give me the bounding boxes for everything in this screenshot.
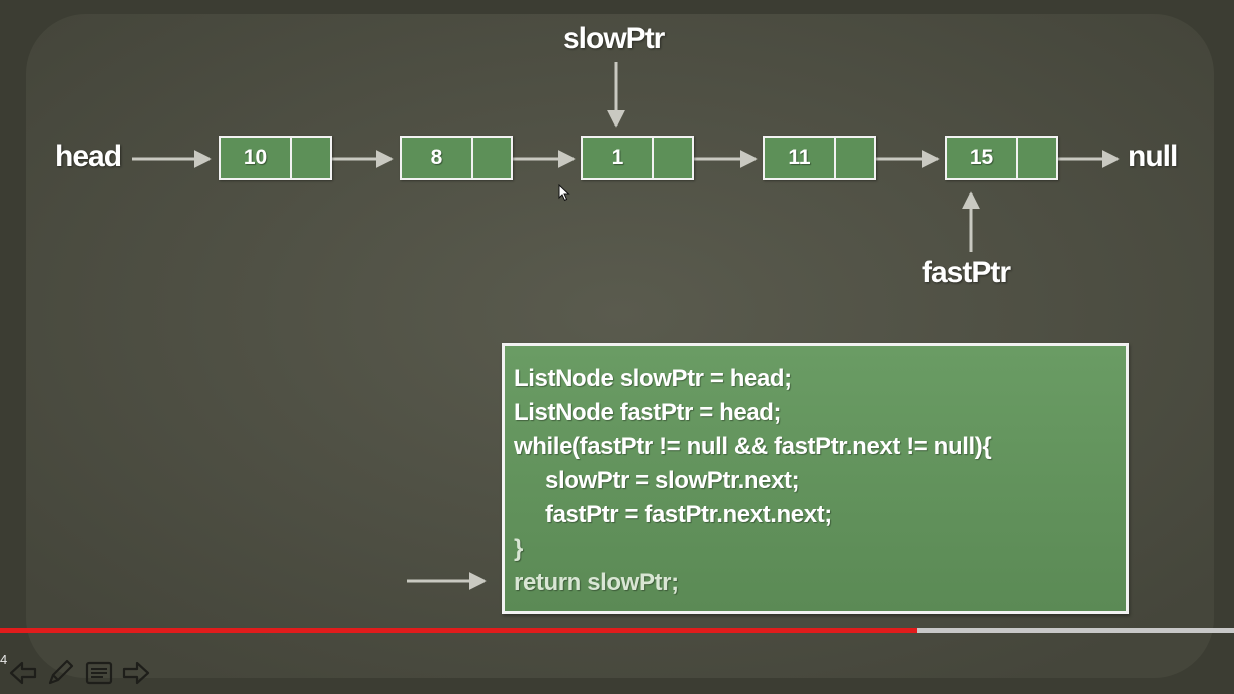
fastptr-label: fastPtr <box>922 256 1011 289</box>
code-line: while(fastPtr != null && fastPtr.next !=… <box>514 433 992 460</box>
head-label: head <box>55 140 122 173</box>
null-label: null <box>1128 140 1178 173</box>
code-line: return slowPtr; <box>514 569 679 596</box>
code-line: } <box>514 535 523 562</box>
code-snippet: ListNode slowPtr = head; ListNode fastPt… <box>502 343 1129 614</box>
node-next-field <box>1018 138 1056 178</box>
list-node: 1 <box>581 136 694 180</box>
video-progress-fill <box>0 628 917 633</box>
code-line: ListNode fastPtr = head; <box>514 399 782 426</box>
list-node: 11 <box>763 136 876 180</box>
pen-icon[interactable] <box>45 658 75 688</box>
code-line: fastPtr = fastPtr.next.next; <box>545 501 832 528</box>
previous-slide-icon[interactable] <box>8 658 38 688</box>
notes-icon[interactable] <box>84 658 114 688</box>
list-node: 15 <box>945 136 1058 180</box>
list-node: 8 <box>400 136 513 180</box>
time-display: 4 <box>0 652 8 667</box>
slowptr-label: slowPtr <box>563 22 665 55</box>
list-node: 10 <box>219 136 332 180</box>
next-slide-icon[interactable] <box>121 658 151 688</box>
node-value: 8 <box>402 138 473 178</box>
node-next-field <box>836 138 874 178</box>
video-progress-bar[interactable] <box>0 628 1234 633</box>
code-line: ListNode slowPtr = head; <box>514 365 792 392</box>
node-next-field <box>473 138 511 178</box>
node-value: 10 <box>221 138 292 178</box>
node-next-field <box>654 138 692 178</box>
mouse-cursor-icon <box>558 184 570 202</box>
node-value: 1 <box>583 138 654 178</box>
node-next-field <box>292 138 330 178</box>
node-value: 15 <box>947 138 1018 178</box>
code-line: slowPtr = slowPtr.next; <box>545 467 800 494</box>
node-value: 11 <box>765 138 836 178</box>
